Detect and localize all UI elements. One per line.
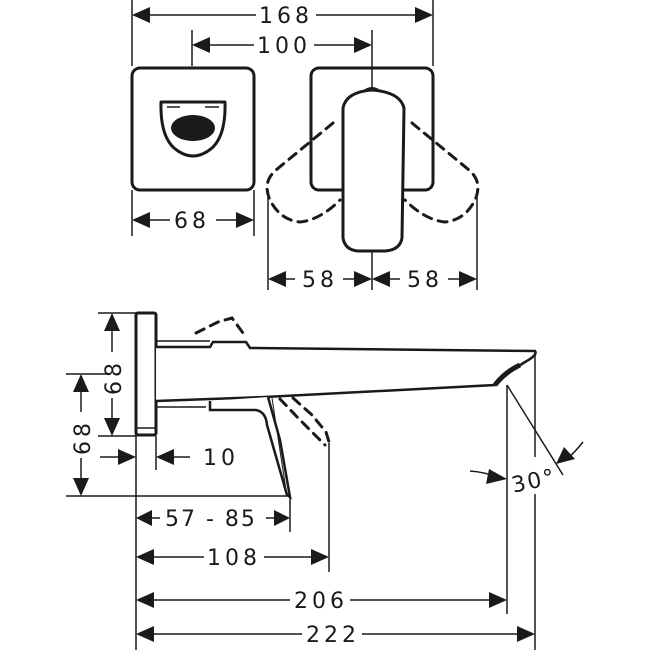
spout-outlet-icon bbox=[159, 100, 227, 158]
lever-lower-position-2 bbox=[291, 396, 331, 444]
dimension-spout-outlet: 206 bbox=[136, 589, 507, 614]
dim-label-68-spout-height: 68 bbox=[71, 419, 96, 455]
side-view: 68 68 10 57 - 85 bbox=[66, 311, 584, 650]
dim-label-168: 168 bbox=[259, 4, 313, 29]
dim-label-68-plate: 68 bbox=[174, 209, 210, 234]
spout-body bbox=[155, 340, 537, 403]
wall-plate bbox=[134, 311, 158, 437]
dimension-wall-adjust-range: 57 - 85 bbox=[136, 507, 290, 532]
lever-swing-left-outline bbox=[265, 121, 342, 224]
dimension-plate-depth: 10 bbox=[100, 446, 239, 471]
dimension-lever-swing: 58 58 bbox=[268, 268, 477, 293]
dim-label-68-plate-height: 68 bbox=[102, 359, 127, 395]
front-view: 168 100 68 bbox=[130, 0, 480, 293]
dim-label-57-85: 57 - 85 bbox=[165, 507, 257, 532]
dimension-center-distance: 100 bbox=[192, 34, 372, 59]
dim-label-58-left: 58 bbox=[302, 268, 338, 293]
dim-label-10: 10 bbox=[203, 446, 239, 471]
dimension-overall-width: 168 bbox=[132, 4, 433, 29]
dim-label-100: 100 bbox=[257, 34, 311, 59]
dimension-spout-height: 68 bbox=[71, 374, 96, 496]
dim-label-222: 222 bbox=[306, 623, 360, 648]
spout-cover-plate bbox=[130, 66, 256, 192]
lever-swing-right-outline bbox=[403, 121, 480, 224]
dim-label-206: 206 bbox=[294, 589, 348, 614]
aerator bbox=[493, 362, 522, 387]
dimension-plate-height: 68 bbox=[102, 313, 127, 436]
dimension-lever-projection: 108 bbox=[136, 546, 329, 571]
dimension-overall-projection: 222 bbox=[136, 623, 535, 648]
dim-label-58-right: 58 bbox=[407, 268, 443, 293]
mixer-lever bbox=[341, 88, 406, 253]
lever-lower-position-1 bbox=[278, 397, 327, 447]
lever-upper-position bbox=[194, 316, 245, 335]
dimension-spray-angle: 30° bbox=[469, 384, 584, 499]
dimension-plate-width: 68 bbox=[132, 209, 254, 234]
dim-label-30-deg: 30° bbox=[509, 465, 558, 499]
dim-label-108: 108 bbox=[207, 546, 261, 571]
